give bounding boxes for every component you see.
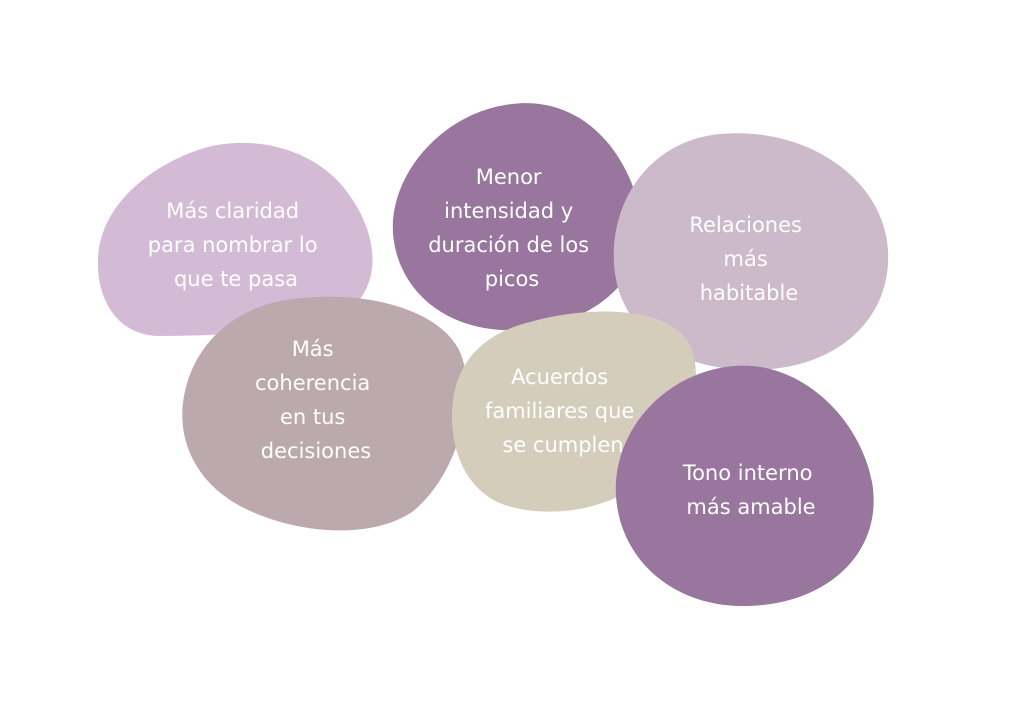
blob-relaciones: Relaciones más habitable (613, 133, 889, 370)
blob-shape-claridad (97, 142, 373, 336)
blob-label-tono: Tono interno más amable (682, 461, 819, 519)
blob-label-coherencia: Más coherencia en tus decisiones (255, 337, 377, 463)
blob-claridad: Más claridad para nombrar lo que te pasa (97, 142, 373, 336)
blob-shape-intensidad (392, 103, 642, 331)
blob-label-claridad: Más claridad para nombrar lo que te pasa (148, 199, 325, 291)
blob-label-intensidad: Menor intensidad y duración de los picos (428, 165, 596, 291)
blob-shape-coherencia (182, 296, 467, 531)
blob-shape-tono (615, 365, 874, 607)
blob-intensidad: Menor intensidad y duración de los picos (392, 103, 642, 331)
blob-coherencia: Más coherencia en tus decisiones (182, 296, 467, 531)
blob-label-acuerdos: Acuerdos familiares que se cumplen (485, 365, 641, 457)
blob-label-relaciones: Relaciones más habitable (689, 213, 808, 305)
blob-tono: Tono interno más amable (615, 365, 874, 607)
blob-shape-relaciones (613, 133, 889, 370)
